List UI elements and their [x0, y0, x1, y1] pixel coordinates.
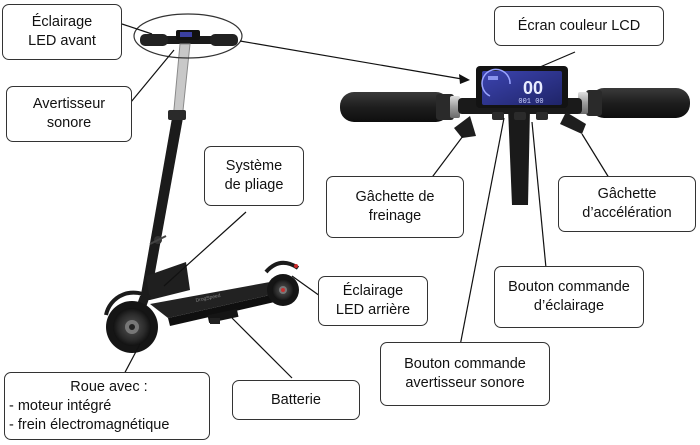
scooter-folding-joint	[146, 235, 190, 300]
label-battery: Batterie	[232, 380, 360, 420]
handlebar-buttons	[492, 112, 548, 120]
label-light-button: Bouton commande d’éclairage	[494, 266, 644, 328]
scooter-illustration: DrogSpeed	[104, 30, 300, 353]
label-accelerator-line1: Gâchette	[597, 186, 657, 202]
brake-trigger	[454, 116, 476, 138]
scooter-rear-wheel	[267, 274, 299, 306]
scooter-handlebar	[140, 30, 238, 46]
label-brake-line1: Gâchette de	[355, 189, 435, 205]
label-horn-button: Bouton commande avertisseur sonore	[380, 342, 550, 406]
label-accelerator-trigger: Gâchette d’accélération	[558, 176, 696, 232]
label-horn-button-line1: Bouton commande	[404, 356, 526, 372]
label-folding-line1: Système	[225, 158, 283, 174]
handlebar-stem	[508, 108, 530, 205]
label-light-button-line1: Bouton commande	[508, 279, 630, 295]
label-folding-line2: de pliage	[224, 177, 284, 193]
left-grip	[340, 92, 460, 122]
label-front-led-line2: LED avant	[28, 33, 96, 49]
label-horn-line2: sonore	[46, 115, 92, 131]
label-wheel-title: Roue avec :	[70, 378, 148, 395]
handlebar-highlight-ellipse	[133, 13, 243, 59]
lcd-sub-readout: 001 00	[518, 98, 543, 106]
right-grip	[578, 88, 690, 118]
label-wheel: Roue avec : - moteur intégré - frein éle…	[4, 372, 210, 440]
label-front-led: Éclairage LED avant	[2, 4, 122, 60]
label-rear-led-line2: LED arrière	[335, 302, 411, 318]
label-horn-line1: Avertisseur	[32, 96, 106, 112]
label-brake-trigger: Gâchette de freinage	[326, 176, 464, 238]
label-folding-system: Système de pliage	[204, 146, 304, 206]
label-lcd-text: Écran couleur LCD	[517, 17, 641, 34]
scooter-front-wheel	[106, 301, 158, 353]
label-rear-led-line1: Éclairage	[342, 283, 404, 299]
label-front-led-line1: Éclairage	[31, 14, 93, 30]
label-light-button-line2: d’éclairage	[533, 298, 605, 314]
scooter-deck: DrogSpeed	[150, 282, 292, 326]
accelerator-trigger	[560, 112, 586, 134]
label-brake-line2: freinage	[368, 208, 422, 224]
label-wheel-item-motor: - moteur intégré	[9, 397, 112, 414]
handlebar-closeup: 00 001 00	[340, 66, 690, 205]
svg-text:DrogSpeed: DrogSpeed	[195, 293, 221, 304]
scooter-stem-lower	[140, 118, 183, 300]
label-battery-text: Batterie	[271, 391, 321, 408]
scooter-stem-upper	[172, 43, 191, 121]
label-lcd-screen: Écran couleur LCD	[494, 6, 664, 46]
label-wheel-item-brake: - frein électromagnétique	[9, 416, 170, 433]
lcd-display: 00 001 00	[476, 66, 568, 108]
label-horn-button-line2: avertisseur sonore	[405, 375, 525, 391]
connector-lines	[121, 13, 615, 379]
label-horn: Avertisseur sonore	[6, 86, 132, 142]
label-accelerator-line2: d’accélération	[582, 205, 672, 221]
lcd-digits: 00	[523, 78, 543, 98]
rear-led	[294, 264, 298, 268]
label-rear-led: Éclairage LED arrière	[318, 276, 428, 326]
scooter-battery	[207, 308, 239, 324]
